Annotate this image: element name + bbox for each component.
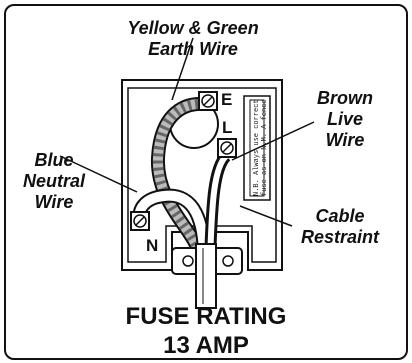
fuse-warning-line-2: fuse as on N.M. A fence [261, 99, 269, 196]
earth-wire [150, 96, 207, 260]
fuse-rating-title: FUSE RATING [125, 303, 287, 330]
fuse-rating-value: 13 AMP [163, 332, 249, 359]
live-terminal-screw [217, 138, 237, 158]
earth-terminal-screw [198, 91, 218, 111]
plug-body [121, 79, 283, 271]
cable-sheath [195, 243, 217, 309]
neutral-wire [132, 188, 211, 259]
neutral-leader [59, 155, 138, 193]
earth-leader [171, 37, 194, 101]
diagram-frame [4, 4, 408, 360]
neutral-terminal-screw [130, 211, 150, 231]
earth-terminal-label: E [221, 90, 233, 109]
live-leader [231, 121, 315, 161]
live-wire [204, 151, 231, 259]
neutral-wire-label: Blue Neutral Wire [22, 150, 85, 212]
live-terminal-label: L [222, 118, 233, 137]
leader-lines [59, 37, 315, 227]
cable-restraint-label: Cable Restraint [300, 206, 380, 247]
restraint-leader [239, 205, 293, 227]
neutral-terminal-label: N [146, 236, 159, 255]
live-wire-label: Brown Live Wire [317, 88, 373, 150]
earth-wire-label: Yellow & Green Earth Wire [127, 18, 259, 59]
